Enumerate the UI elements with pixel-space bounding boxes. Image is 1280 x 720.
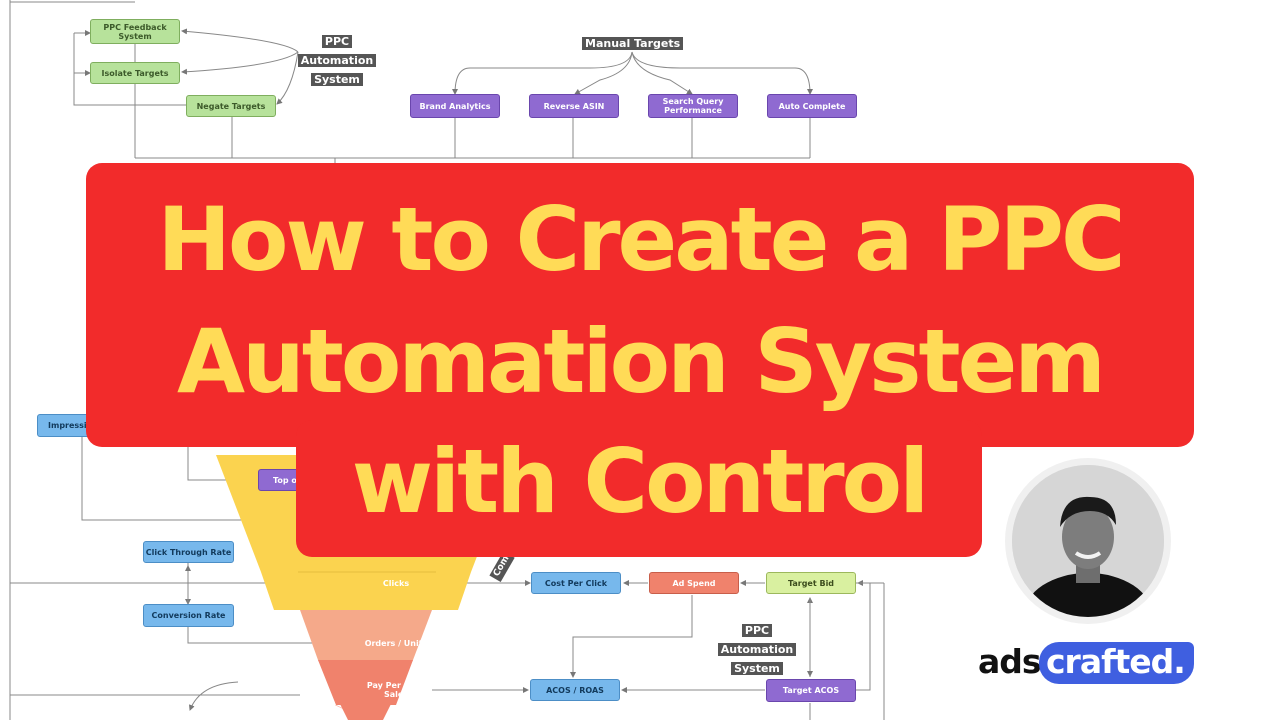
headline-line-3: with Control: [351, 430, 930, 533]
label-line: Automation: [297, 54, 377, 67]
brand-crafted-text: crafted.: [1046, 642, 1186, 681]
label-ppc-automation-system-top: PPC Automation System: [296, 30, 378, 87]
funnel-label-ppc-sales: Pay Per Click Sales: [366, 681, 426, 699]
node-conversion-rate: Conversion Rate: [143, 604, 234, 627]
funnel-orders-band: [300, 610, 432, 660]
headline-line-1: How to Create a PPC: [157, 188, 1125, 291]
node-target-bid: Target Bid: [766, 572, 856, 594]
headline-line-2: Automation System: [177, 310, 1106, 413]
label-line: PPC: [321, 35, 353, 48]
label-ppc-automation-system-bottom: PPC Automation System: [716, 619, 798, 676]
node-target-acos: Target ACOS: [766, 679, 856, 702]
label-line: PPC: [741, 624, 773, 637]
funnel-clicks-band: [261, 572, 471, 610]
brand-ads-text: ads: [978, 642, 1042, 681]
node-cost-per-click: Cost Per Click: [531, 572, 621, 594]
node-search-query-performance: Search Query Performance: [648, 94, 738, 118]
brand-logo: ads crafted.: [978, 640, 1198, 686]
node-reverse-asin: Reverse ASIN: [529, 94, 619, 118]
node-brand-analytics: Brand Analytics: [410, 94, 500, 118]
person-portrait-icon: [1012, 465, 1164, 617]
label-line: System: [731, 662, 783, 675]
node-impressions: Impressio: [37, 414, 97, 437]
headline-banner: [86, 163, 1194, 447]
node-auto-complete: Auto Complete: [767, 94, 857, 118]
label-line: Automation: [717, 643, 797, 656]
avatar: [1012, 465, 1164, 617]
node-ppc-feedback-system: PPC Feedback System: [90, 19, 180, 44]
node-acos-roas: ACOS / ROAS: [530, 679, 620, 701]
node-click-through-rate: Click Through Rate: [143, 541, 234, 563]
funnel-label-clicks: Clicks: [382, 579, 410, 588]
funnel-label-orders-units: Orders / Units: [364, 639, 428, 648]
label-line: System: [311, 73, 363, 86]
brand-pill: [1039, 642, 1194, 684]
label-manual-targets: Manual Targets: [582, 37, 684, 50]
headline-banner-bottom: [296, 420, 982, 557]
node-negate-targets: Negate Targets: [186, 95, 276, 117]
node-isolate-targets: Isolate Targets: [90, 62, 180, 84]
node-ad-spend: Ad Spend: [649, 572, 739, 594]
